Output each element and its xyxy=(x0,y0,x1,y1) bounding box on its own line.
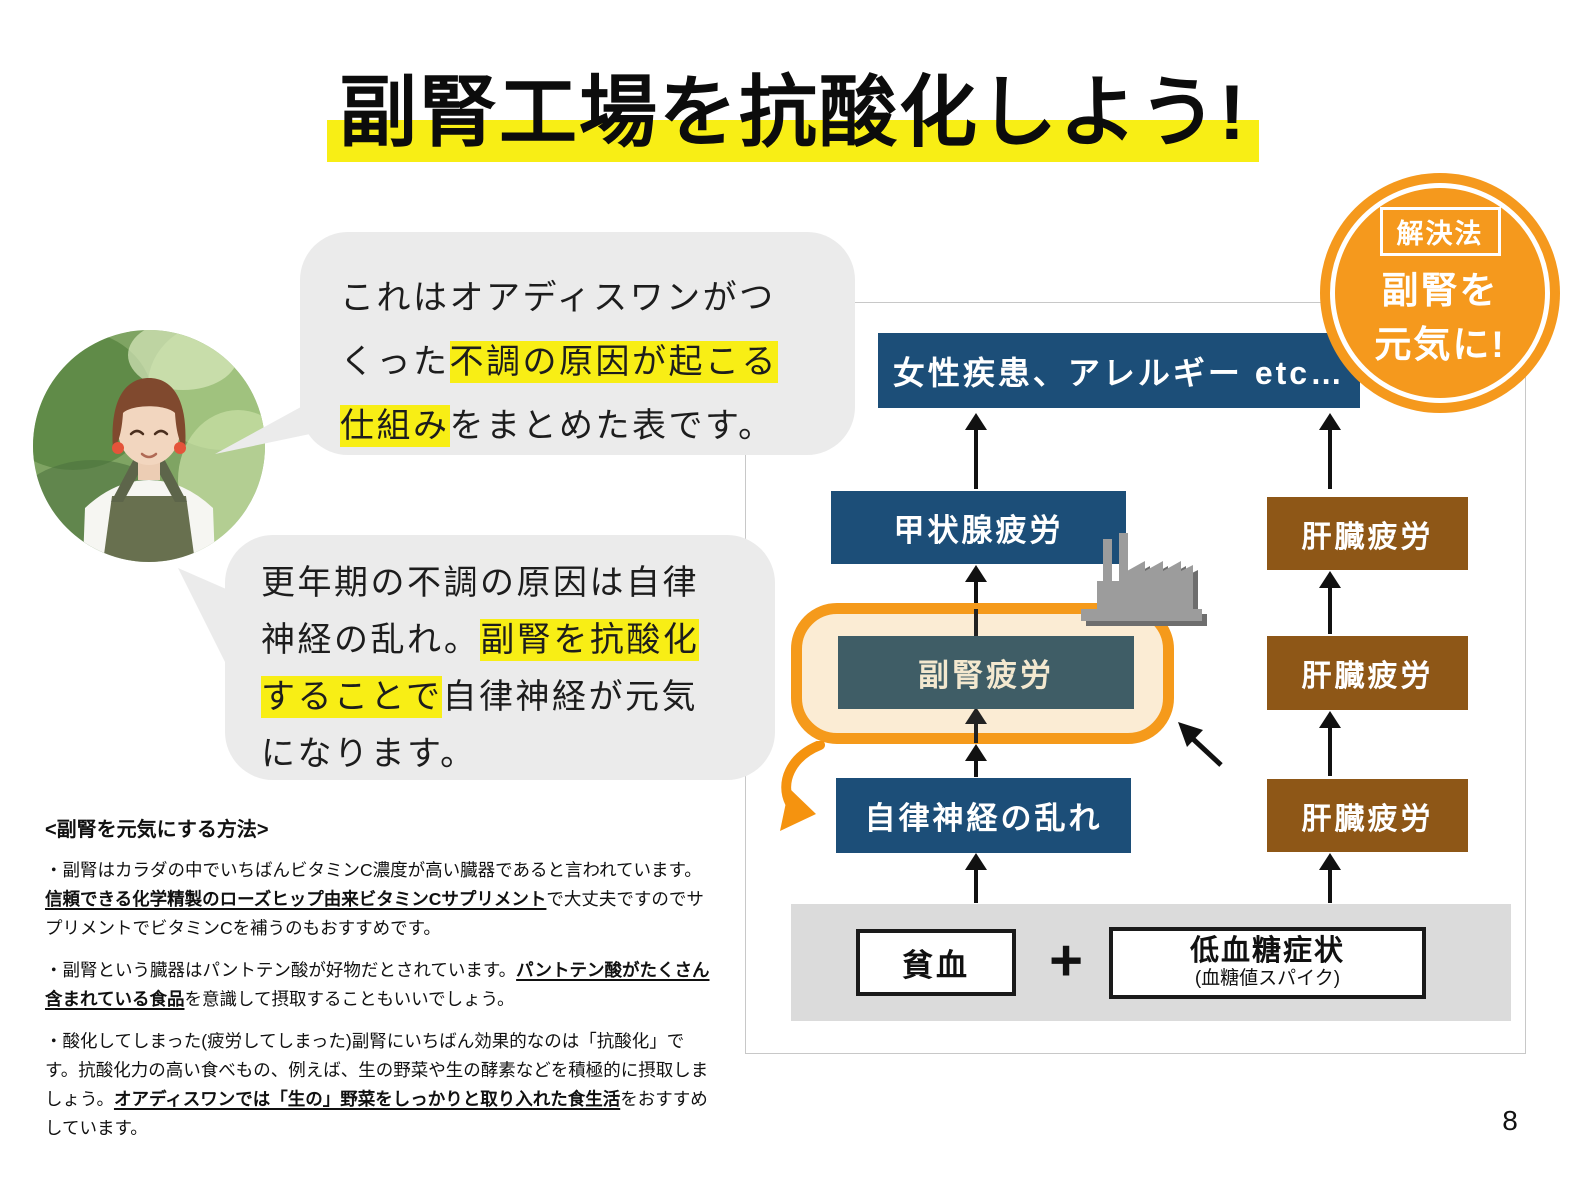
box-liver-fatigue-3: 肝臓疲労 xyxy=(1267,779,1468,852)
bubble-2-line: 神経の乱れ。副腎を抗酸化 xyxy=(261,619,700,661)
hypoglycemia-note: (血糖値スパイク) xyxy=(1194,967,1341,989)
emphasized-text: オアディスワンでは「生の」野菜をしっかりと取り入れた食生活 xyxy=(113,1089,621,1109)
up-arrow xyxy=(1318,853,1342,903)
highlighted-text: 不調の原因が起こる xyxy=(449,341,778,383)
badge-label: 解決法 xyxy=(1379,207,1501,256)
speech-bubble-2-text: 更年期の不調の原因は自律 神経の乱れ。副腎を抗酸化 することで自律神経が元気 に… xyxy=(225,535,775,783)
up-arrow xyxy=(964,853,988,903)
speaker-photo xyxy=(33,330,265,562)
bubble-1-line: くった不調の原因が起こる xyxy=(340,341,778,383)
page-title: 副腎工場を抗酸化しよう! xyxy=(0,66,1586,163)
methods-paragraph-3: ・酸化してしまった(疲労してしまった)副腎にいちばん効果的なのは「抗酸化」です。… xyxy=(45,1031,709,1138)
page-title-text: 副腎工場を抗酸化しよう! xyxy=(327,66,1259,163)
badge-line-1: 副腎を xyxy=(1381,270,1499,311)
page-number: 8 xyxy=(1502,1105,1518,1136)
diagram-panel: 女性疾患、アレルギー etc… 甲状腺疲労 肝臓疲労 副腎疲労 肝臓疲労 自律神… xyxy=(745,302,1526,1054)
emphasized-text: パントテン酸がたくさん含まれている食品 xyxy=(45,960,710,1009)
plus-sign: + xyxy=(1049,927,1083,993)
bubble-1-line: 仕組みをまとめた表です。 xyxy=(340,405,775,447)
bubble-2-line: することで自律神経が元気 xyxy=(261,676,698,718)
bubble-2-line: 更年期の不調の原因は自律 xyxy=(261,564,699,602)
box-adrenal-fatigue: 副腎疲労 xyxy=(838,636,1134,709)
arrow-shaft xyxy=(974,609,978,636)
up-arrow xyxy=(1318,413,1342,489)
hypoglycemia-label: 低血糖症状 xyxy=(1189,934,1345,967)
emphasized-text: 信頼できる化学精製のローズヒップ由来ビタミンCサプリメント xyxy=(45,889,547,909)
box-liver-fatigue-1: 肝臓疲労 xyxy=(1267,497,1468,570)
methods-paragraph-1: ・副腎はカラダの中でいちばんビタミンC濃度が高い臓器であると言われています。信頼… xyxy=(45,860,704,938)
highlighted-text: 副腎を抗酸化 xyxy=(480,619,700,661)
up-arrow xyxy=(964,413,988,489)
highlighted-text: 仕組み xyxy=(340,405,450,447)
methods-heading: <副腎を元気にする方法> xyxy=(45,819,269,841)
highlighted-text: することで xyxy=(261,676,443,718)
solution-badge: 解決法 副腎を 元気に! xyxy=(1320,173,1560,413)
box-anemia: 貧血 xyxy=(856,929,1016,996)
speech-bubble-1: これはオアディスワンがつ くった不調の原因が起こる 仕組みをまとめた表です。 xyxy=(300,232,855,455)
speech-bubble-1-text: これはオアディスワンがつ くった不調の原因が起こる 仕組みをまとめた表です。 xyxy=(300,232,855,458)
box-liver-fatigue-2: 肝臓疲労 xyxy=(1267,636,1468,710)
up-arrow xyxy=(964,744,988,777)
methods-section: <副腎を元気にする方法> ・副腎はカラダの中でいちばんビタミンC濃度が高い臓器で… xyxy=(45,813,713,1156)
box-female-disease: 女性疾患、アレルギー etc… xyxy=(878,333,1360,408)
factory-icon xyxy=(1081,533,1207,626)
up-arrow xyxy=(1318,711,1342,776)
up-arrow xyxy=(964,707,988,743)
speech-bubble-2: 更年期の不調の原因は自律 神経の乱れ。副腎を抗酸化 することで自律神経が元気 に… xyxy=(225,535,775,780)
badge-line-2: 元気に! xyxy=(1374,323,1506,365)
box-autonomic-imbalance: 自律神経の乱れ xyxy=(836,778,1131,853)
curved-arrow-icon xyxy=(780,741,825,831)
pointer-arrow-icon xyxy=(1178,722,1223,767)
box-thyroid-fatigue: 甲状腺疲労 xyxy=(831,491,1126,564)
up-arrow xyxy=(964,565,988,603)
box-hypoglycemia: 低血糖症状 (血糖値スパイク) xyxy=(1109,927,1426,999)
up-arrow xyxy=(1318,571,1342,634)
bubble-1-tail xyxy=(215,402,310,454)
bubble-2-line: になります。 xyxy=(261,735,477,773)
methods-paragraph-2: ・副腎という臓器はパントテン酸が好物だとされています。パントテン酸がたくさん含ま… xyxy=(45,960,710,1009)
bubble-1-line: これはオアディスワンがつ xyxy=(340,279,776,317)
